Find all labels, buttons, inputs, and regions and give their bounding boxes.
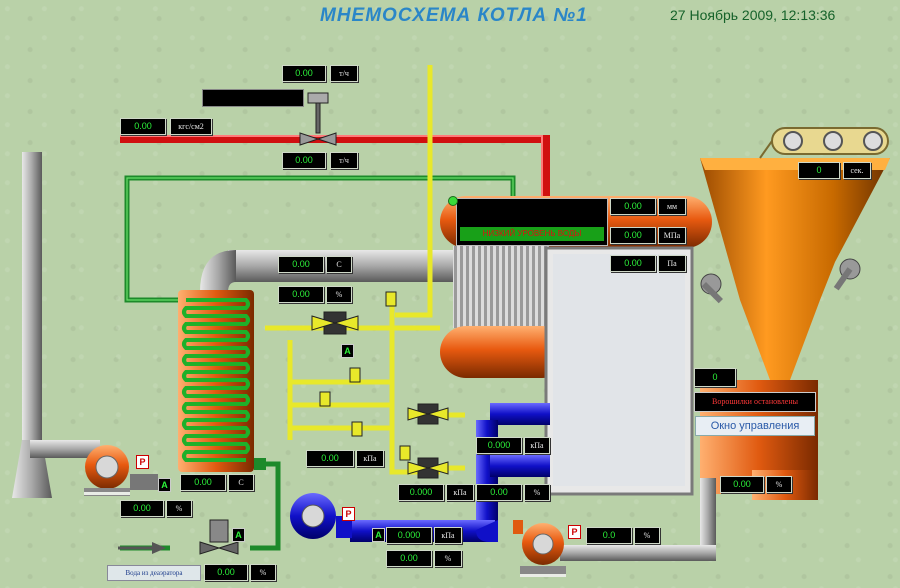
steam-flow-2-unit: т/ч bbox=[330, 152, 358, 169]
alarm-led bbox=[448, 196, 458, 206]
drum-alarm-panel: НИЗКИЙ УРОВЕНЬ ВОДЫ bbox=[448, 196, 608, 246]
furnace bbox=[544, 246, 694, 496]
drum-level-unit: мм bbox=[658, 198, 686, 215]
page-title: МНЕМОСХЕМА КОТЛА №1 bbox=[320, 5, 588, 26]
drum-pressure-unit: МПа bbox=[658, 227, 686, 244]
stoker-value: 0 bbox=[694, 368, 736, 387]
chimney bbox=[12, 152, 100, 498]
fan-base bbox=[84, 492, 130, 495]
drum-level-value: 0.00 bbox=[610, 198, 656, 215]
return-pipe bbox=[560, 478, 716, 561]
auto-badge: A bbox=[372, 528, 385, 542]
conveyor-time-unit: сек. bbox=[843, 162, 871, 179]
datetime: 27 Ноябрь 2009, 12:13:36 bbox=[670, 7, 836, 23]
stoker-status: Ворошилки остановлены bbox=[694, 392, 816, 412]
bottom-fan-percent-value: 0.0 bbox=[586, 527, 632, 544]
exhaust-percent-unit: % bbox=[166, 500, 192, 517]
deaerator-inlet-label: Вода из деаэратора bbox=[107, 565, 201, 581]
pressure-badge: P bbox=[342, 507, 355, 521]
conveyor-icon bbox=[759, 127, 889, 159]
exhaust-temp-unit: С bbox=[228, 474, 254, 491]
furnace-draft-value: 0.00 bbox=[610, 255, 656, 272]
fw-pressure-1-unit: кПа bbox=[356, 450, 384, 467]
flue-temp-value: 0.00 bbox=[278, 256, 324, 273]
blower-pressure-value: 0.000 bbox=[386, 527, 432, 544]
right-percent-value: 0.00 bbox=[720, 476, 764, 493]
flue-percent-value: 0.00 bbox=[278, 286, 324, 303]
fan-base bbox=[520, 574, 566, 577]
flue-percent-unit: % bbox=[326, 286, 352, 303]
fw-pressure-2-value: 0.000 bbox=[398, 484, 444, 501]
furnace-draft-unit: Па bbox=[658, 255, 686, 272]
auto-badge: A bbox=[341, 344, 354, 358]
blower-pressure-unit: кПа bbox=[434, 527, 462, 544]
air-percent-unit: % bbox=[524, 484, 550, 501]
air-percent-value: 0.00 bbox=[476, 484, 522, 501]
steam-flow-value: 0.00 bbox=[282, 65, 326, 82]
drum-pressure-value: 0.00 bbox=[610, 227, 656, 244]
pressure-badge: P bbox=[136, 455, 149, 469]
right-percent-unit: % bbox=[766, 476, 792, 493]
fw-pressure-1-value: 0.00 bbox=[306, 450, 354, 467]
stoker-icon bbox=[700, 258, 861, 304]
arrow-icon bbox=[118, 542, 166, 554]
economizer bbox=[178, 290, 266, 472]
tube-bank bbox=[453, 246, 549, 328]
blower-percent-unit: % bbox=[434, 550, 462, 567]
blower-percent-value: 0.00 bbox=[386, 550, 432, 567]
bottom-fan-percent-unit: % bbox=[634, 527, 660, 544]
steam-flow-unit: т/ч bbox=[330, 65, 358, 82]
flue-temp-unit: С bbox=[326, 256, 352, 273]
steam-flow-2-value: 0.00 bbox=[282, 152, 326, 169]
fw-pressure-2-unit: кПа bbox=[446, 484, 474, 501]
fan-icon bbox=[290, 493, 352, 539]
valve-icon bbox=[199, 92, 449, 555]
air-pressure-value: 0.000 bbox=[476, 437, 522, 454]
conveyor-time-value: 0 bbox=[798, 162, 840, 179]
pressure-badge: P bbox=[568, 525, 581, 539]
inlet-percent-unit: % bbox=[250, 564, 276, 581]
steam-pressure-value: 0.00 bbox=[120, 118, 166, 135]
fan-icon bbox=[513, 520, 566, 574]
fuel-hopper bbox=[700, 158, 890, 500]
mud-drum bbox=[440, 326, 568, 378]
inlet-percent-value: 0.00 bbox=[204, 564, 248, 581]
drum-alarm-text: НИЗКИЙ УРОВЕНЬ ВОДЫ bbox=[460, 227, 604, 241]
air-pressure-unit: кПа bbox=[524, 437, 550, 454]
exhaust-temp-value: 0.00 bbox=[180, 474, 226, 491]
auto-badge: A bbox=[232, 528, 245, 542]
empty-display bbox=[202, 89, 304, 107]
auto-badge: A bbox=[158, 478, 171, 492]
steam-pressure-unit: кгс/см2 bbox=[170, 118, 212, 135]
fan-icon bbox=[84, 445, 158, 496]
exhaust-percent-value: 0.00 bbox=[120, 500, 164, 517]
control-window-button[interactable]: Окно управления bbox=[695, 416, 815, 436]
